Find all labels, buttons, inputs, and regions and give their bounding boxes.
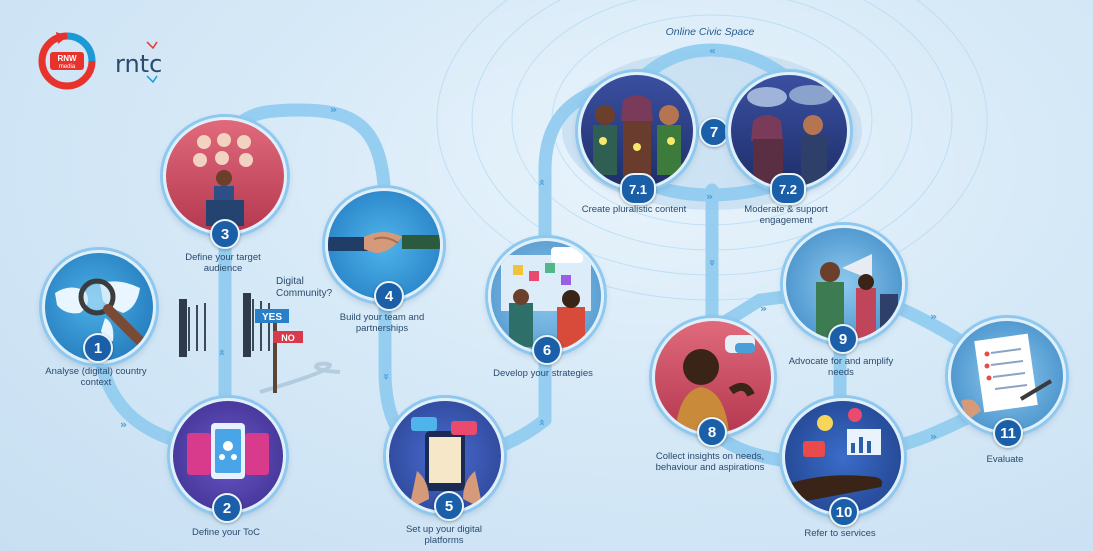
- step-9-badge: 9: [828, 324, 858, 354]
- step-6-badge: 6: [532, 335, 562, 365]
- rntc-logo: rntc: [115, 50, 163, 78]
- path-arrow: »: [330, 103, 337, 116]
- step-5-badge: 5: [434, 491, 464, 521]
- civic-space-label: Online Civic Space: [665, 26, 755, 38]
- step-7-1-badge: 7.1: [620, 173, 656, 205]
- step-5-label: Set up your digital platforms: [405, 524, 483, 546]
- step-7-2-label: Moderate & support engagement: [744, 204, 828, 226]
- step-5-illustration: [386, 398, 504, 514]
- step-8-label: Collect insights on needs, behaviour and…: [655, 451, 765, 473]
- rnw-logo-line1: RNW: [57, 54, 77, 63]
- step-9-illustration: [783, 225, 905, 343]
- path-arrow: »: [930, 310, 937, 323]
- step-3-badge: 3: [210, 219, 240, 249]
- step-7-1-illustration: [578, 72, 696, 190]
- step-7-badge: 7: [699, 117, 729, 147]
- audience-presenter-icon: [193, 133, 253, 226]
- step-1-badge: 1: [83, 333, 113, 363]
- path-arrow: »: [706, 259, 719, 266]
- path-arrow: »: [930, 430, 937, 443]
- step-4-illustration: [325, 188, 443, 302]
- phone-screens-icon: [187, 423, 269, 479]
- discussion-speech-bubbles-icon: [747, 85, 833, 187]
- step-1-label: Analyse (digital) country context: [45, 366, 147, 388]
- diverse-people-lightbulbs-icon: [593, 95, 681, 181]
- strategy-board-icon: [501, 247, 591, 347]
- rnw-logo-line2: media: [59, 64, 76, 70]
- phone-chat-icon: [409, 417, 483, 509]
- path-arrow: »: [120, 418, 127, 431]
- path-arrow: »: [535, 179, 548, 186]
- step-7-2-badge: 7.2: [770, 173, 806, 205]
- step-2-label: Define your ToC: [192, 527, 260, 538]
- signpost-question: Digital Community?: [276, 276, 333, 299]
- step-3-illustration: [163, 117, 287, 235]
- step-7-1-label: Create pluralistic content: [581, 204, 687, 215]
- services-hand-icons: [785, 408, 883, 505]
- signpost-yes: YES: [262, 312, 282, 323]
- megaphone-crowd-icon: [816, 254, 898, 340]
- step-10-illustration: [782, 398, 904, 516]
- path-arrow: »: [760, 302, 767, 315]
- handshake-icon: [328, 232, 440, 253]
- evaluation-checklist-icon: [961, 333, 1053, 421]
- step-10-label: Refer to services: [804, 528, 876, 539]
- path-arrow: »: [709, 45, 716, 58]
- path-arrow: »: [535, 419, 548, 426]
- path-arrow: »: [380, 373, 393, 380]
- step-9-label: Advocate for and amplify needs: [788, 356, 894, 378]
- step-11-illustration: [948, 318, 1066, 434]
- rnw-media-logo: RNW media: [38, 32, 96, 90]
- rntc-logo-accent: [146, 41, 158, 84]
- step-3-label: Define your target audience: [185, 252, 261, 274]
- step-4-badge: 4: [374, 281, 404, 311]
- step-8-illustration: [652, 318, 774, 436]
- path-arrow: »: [706, 190, 713, 203]
- step-2-badge: 2: [212, 493, 242, 523]
- step-4-label: Build your team and partnerships: [339, 312, 425, 334]
- step-11-label: Evaluate: [986, 454, 1024, 465]
- step-8-badge: 8: [697, 417, 727, 447]
- step-6-label: Develop your strategies: [493, 368, 593, 379]
- signpost-no: NO: [281, 333, 295, 343]
- path-arrow: »: [215, 349, 228, 356]
- step-11-badge: 11: [993, 418, 1023, 448]
- gates-signpost-illustration: YES NO: [179, 293, 303, 393]
- step-10-badge: 10: [829, 497, 859, 527]
